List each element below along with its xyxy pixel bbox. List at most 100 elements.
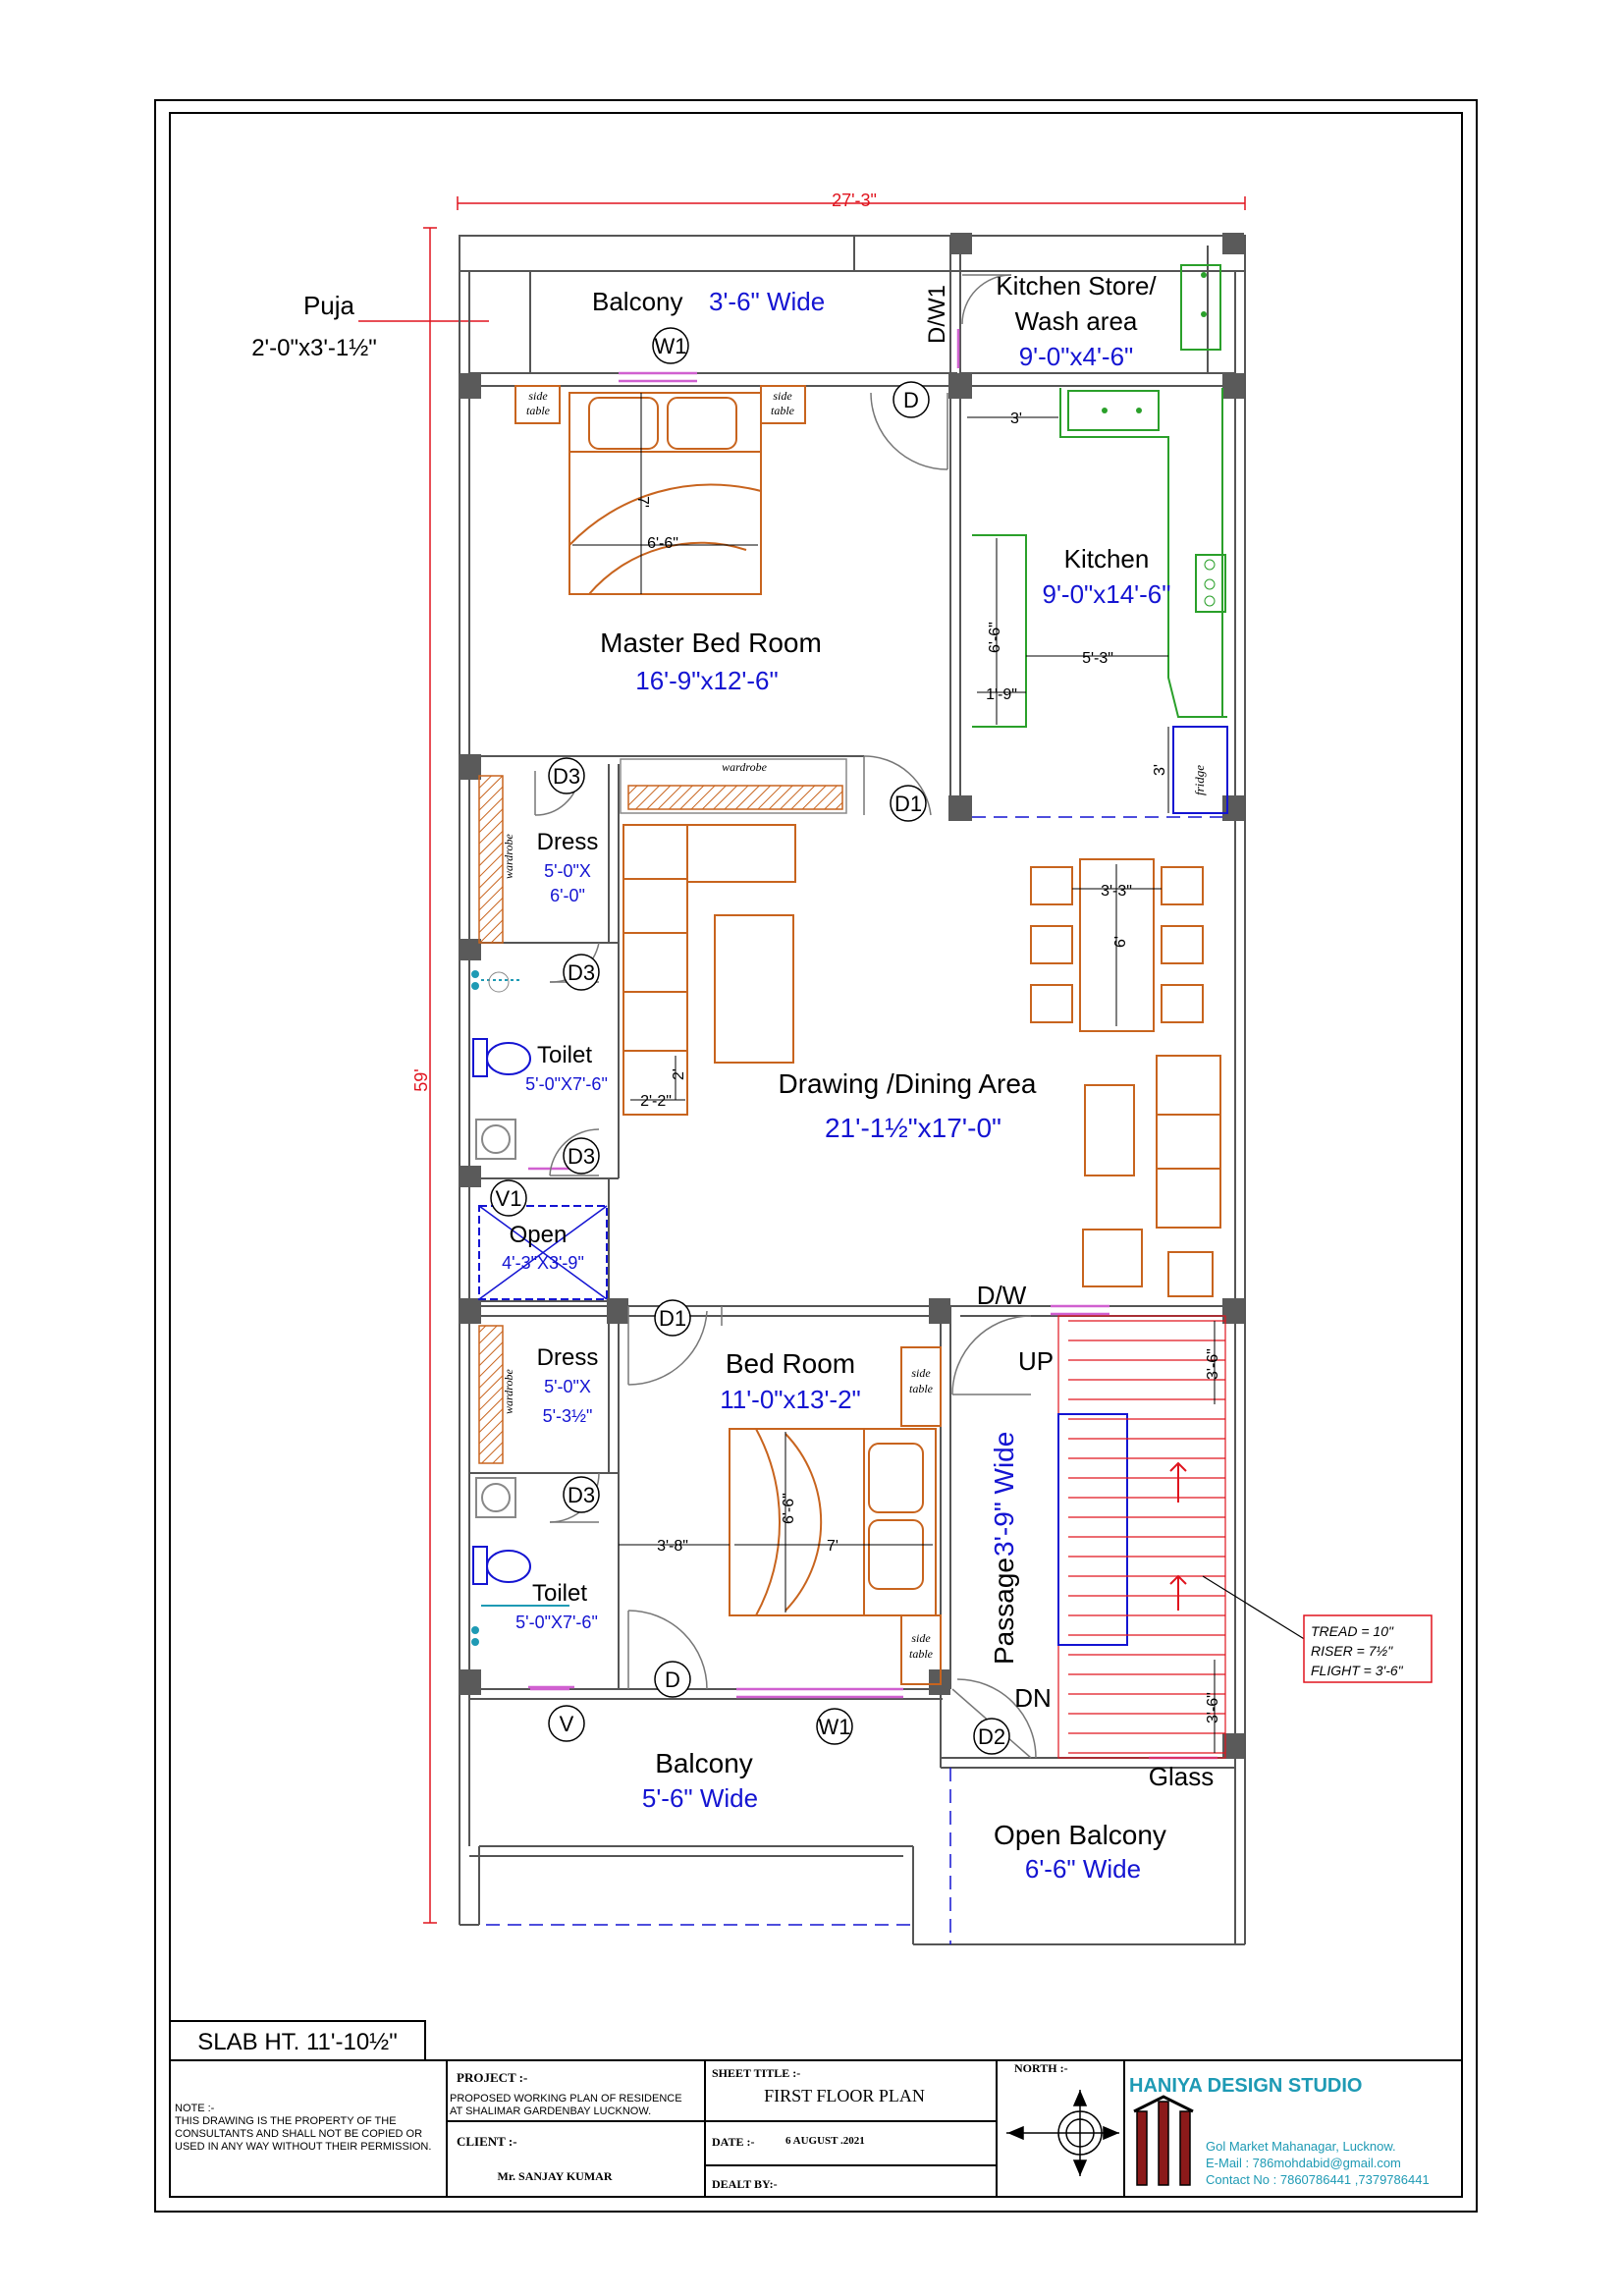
stair-dim-36-top: 3'-6"	[1205, 1348, 1221, 1380]
walls	[459, 235, 1246, 1945]
dashed-openings	[486, 816, 1227, 1944]
overall-width-dim: 27'-3"	[832, 191, 877, 210]
open-balcony-size: 6'-6" Wide	[1025, 1854, 1141, 1884]
dining-dims	[1072, 864, 1162, 1026]
title-block-lines	[170, 2059, 1462, 2197]
side-table-label-4: table	[771, 404, 795, 417]
tag-d3-toilet2: D3	[568, 1483, 595, 1507]
side-table-label-1: side	[528, 389, 548, 403]
bedroom-dim-66: 6'-6"	[781, 1493, 797, 1524]
sofa-right	[1082, 1055, 1221, 1297]
side-table-label-5: side	[911, 1366, 931, 1380]
dress-1-size-1: 5'-0"X	[544, 861, 591, 881]
client-label: CLIENT :-	[457, 2134, 517, 2149]
project-line-1: PROPOSED WORKING PLAN OF RESIDENCE	[450, 2093, 682, 2105]
toilet-1-label: Toilet	[537, 1042, 592, 1068]
sofa-dims	[630, 1056, 685, 1101]
toilet-1-size: 5'-0"X7'-6"	[525, 1074, 608, 1094]
project-label: PROJECT :-	[457, 2070, 527, 2085]
dress-1-label: Dress	[537, 829, 599, 855]
kitchen-dim-3b: 3'	[1152, 764, 1168, 776]
note-line-3: CONSULTANTS AND SHALL NOT BE COPIED OR	[175, 2128, 422, 2140]
toilet-2-tap	[471, 1626, 479, 1646]
balcony-top-size: 3'-6" Wide	[709, 287, 825, 316]
bedroom-bed-dims	[619, 1432, 933, 1613]
tag-d3-dress1: D3	[553, 764, 580, 789]
tag-w1-top: W1	[655, 334, 687, 358]
windows	[528, 329, 1217, 1760]
wardrobe-label-2: wardrobe	[502, 834, 515, 879]
master-bed	[514, 385, 806, 595]
kitchen-store-size: 9'-0"x4'-6"	[1019, 342, 1134, 371]
north-compass-icon	[1006, 2090, 1119, 2176]
stair-note-flight: FLIGHT = 3'-6"	[1311, 1663, 1404, 1678]
tag-dw1: D/W1	[924, 285, 950, 344]
date-label: DATE :-	[712, 2135, 754, 2149]
stair-arrows	[1169, 1461, 1187, 1611]
stair-note-box	[1303, 1614, 1433, 1683]
wardrobe-label-1: wardrobe	[722, 760, 767, 774]
overall-height-dim: 59'	[411, 1068, 431, 1091]
kitchen-dim-19: 1'-9"	[986, 686, 1017, 703]
studio-name: HANIYA DESIGN STUDIO	[1129, 2075, 1362, 2097]
project-line-2: AT SHALIMAR GARDENBAY LUCKNOW.	[450, 2105, 651, 2117]
kitchen-dim-53: 5'-3"	[1082, 650, 1113, 667]
toilet-2-label: Toilet	[532, 1580, 587, 1607]
puja-label: Puja	[303, 291, 355, 320]
client-name: Mr. SANJAY KUMAR	[498, 2169, 613, 2183]
tag-up: UP	[1018, 1346, 1054, 1376]
sheet-title-label: SHEET TITLE :-	[712, 2066, 800, 2080]
toilet-1-fixtures	[472, 1038, 531, 1160]
inner-border	[169, 112, 1463, 2198]
dealt-label: DEALT BY:-	[712, 2177, 778, 2191]
stair-treads	[1068, 1320, 1225, 1754]
kitchen-dim-3a: 3'	[1010, 410, 1022, 427]
sofa-dim-22: 2'-2"	[640, 1093, 672, 1110]
kitchen-size: 9'-0"x14'-6"	[1042, 579, 1170, 609]
toilet-2-fixtures	[472, 1477, 531, 1585]
toilet-2-size: 5'-0"X7'-6"	[515, 1613, 598, 1632]
toilet-1-tap	[471, 970, 479, 990]
sofa-l	[622, 824, 796, 1116]
note-line-2: THIS DRAWING IS THE PROPERTY OF THE	[175, 2115, 397, 2127]
north-label: NORTH :-	[1014, 2061, 1068, 2075]
tag-dn: DN	[1014, 1683, 1052, 1713]
toilet-1-drain	[488, 971, 510, 993]
open-balcony-label: Open Balcony	[994, 1820, 1166, 1850]
dress-2-label: Dress	[537, 1344, 599, 1371]
dining-dim-33: 3'-3"	[1101, 883, 1132, 900]
kitchen-fixtures	[1102, 272, 1216, 607]
door-window-tags	[490, 327, 1010, 1755]
puja-size: 2'-0"x3'-1½"	[251, 335, 377, 361]
stair-note-tread: TREAD = 10"	[1311, 1623, 1394, 1639]
dress-1-size-2: 6'-0"	[550, 886, 585, 905]
fridge-label: fridge	[1192, 765, 1207, 795]
bedroom-bed	[729, 1346, 942, 1685]
kitchen-counters	[972, 264, 1227, 728]
stair-note-riser: RISER = 7½"	[1311, 1643, 1393, 1659]
studio-contact: Contact No : 7860786441 ,7379786441	[1206, 2172, 1430, 2187]
master-bed-width-dim: 6'-6"	[647, 535, 678, 552]
side-table-label-8: table	[909, 1647, 934, 1661]
kitchen-label: Kitchen	[1064, 544, 1150, 574]
kitchen-dims	[967, 416, 1169, 813]
title-note: NOTE :- THIS DRAWING IS THE PROPERTY OF …	[175, 2103, 431, 2153]
tag-d-bedroom: D	[665, 1667, 680, 1692]
balcony-bottom-size: 5'-6" Wide	[642, 1783, 758, 1813]
passage-size: 3'-9" Wide	[989, 1432, 1019, 1557]
wardrobe-label-3: wardrobe	[502, 1369, 515, 1414]
stair-dim-36-bottom: 3'-6"	[1205, 1692, 1221, 1723]
structural-columns	[460, 233, 1244, 1759]
tag-d1-bedroom: D1	[659, 1306, 686, 1331]
master-bed-dim	[572, 393, 758, 594]
outer-border	[154, 99, 1478, 2213]
drawing-label: Drawing /Dining Area	[778, 1068, 1036, 1099]
balcony-top-label: Balcony	[592, 287, 683, 316]
open-size: 4'-3"X3'-9"	[502, 1253, 584, 1273]
side-table-label-7: side	[911, 1631, 931, 1645]
passage-label-group: Passage 3'-9" Wide	[989, 1432, 1019, 1665]
open-label: Open	[510, 1222, 568, 1248]
note-line-4: USED IN ANY WAY WITHOUT THEIR PERMISSION…	[175, 2141, 431, 2153]
tag-d3-toilet1-b: D3	[568, 1144, 595, 1169]
